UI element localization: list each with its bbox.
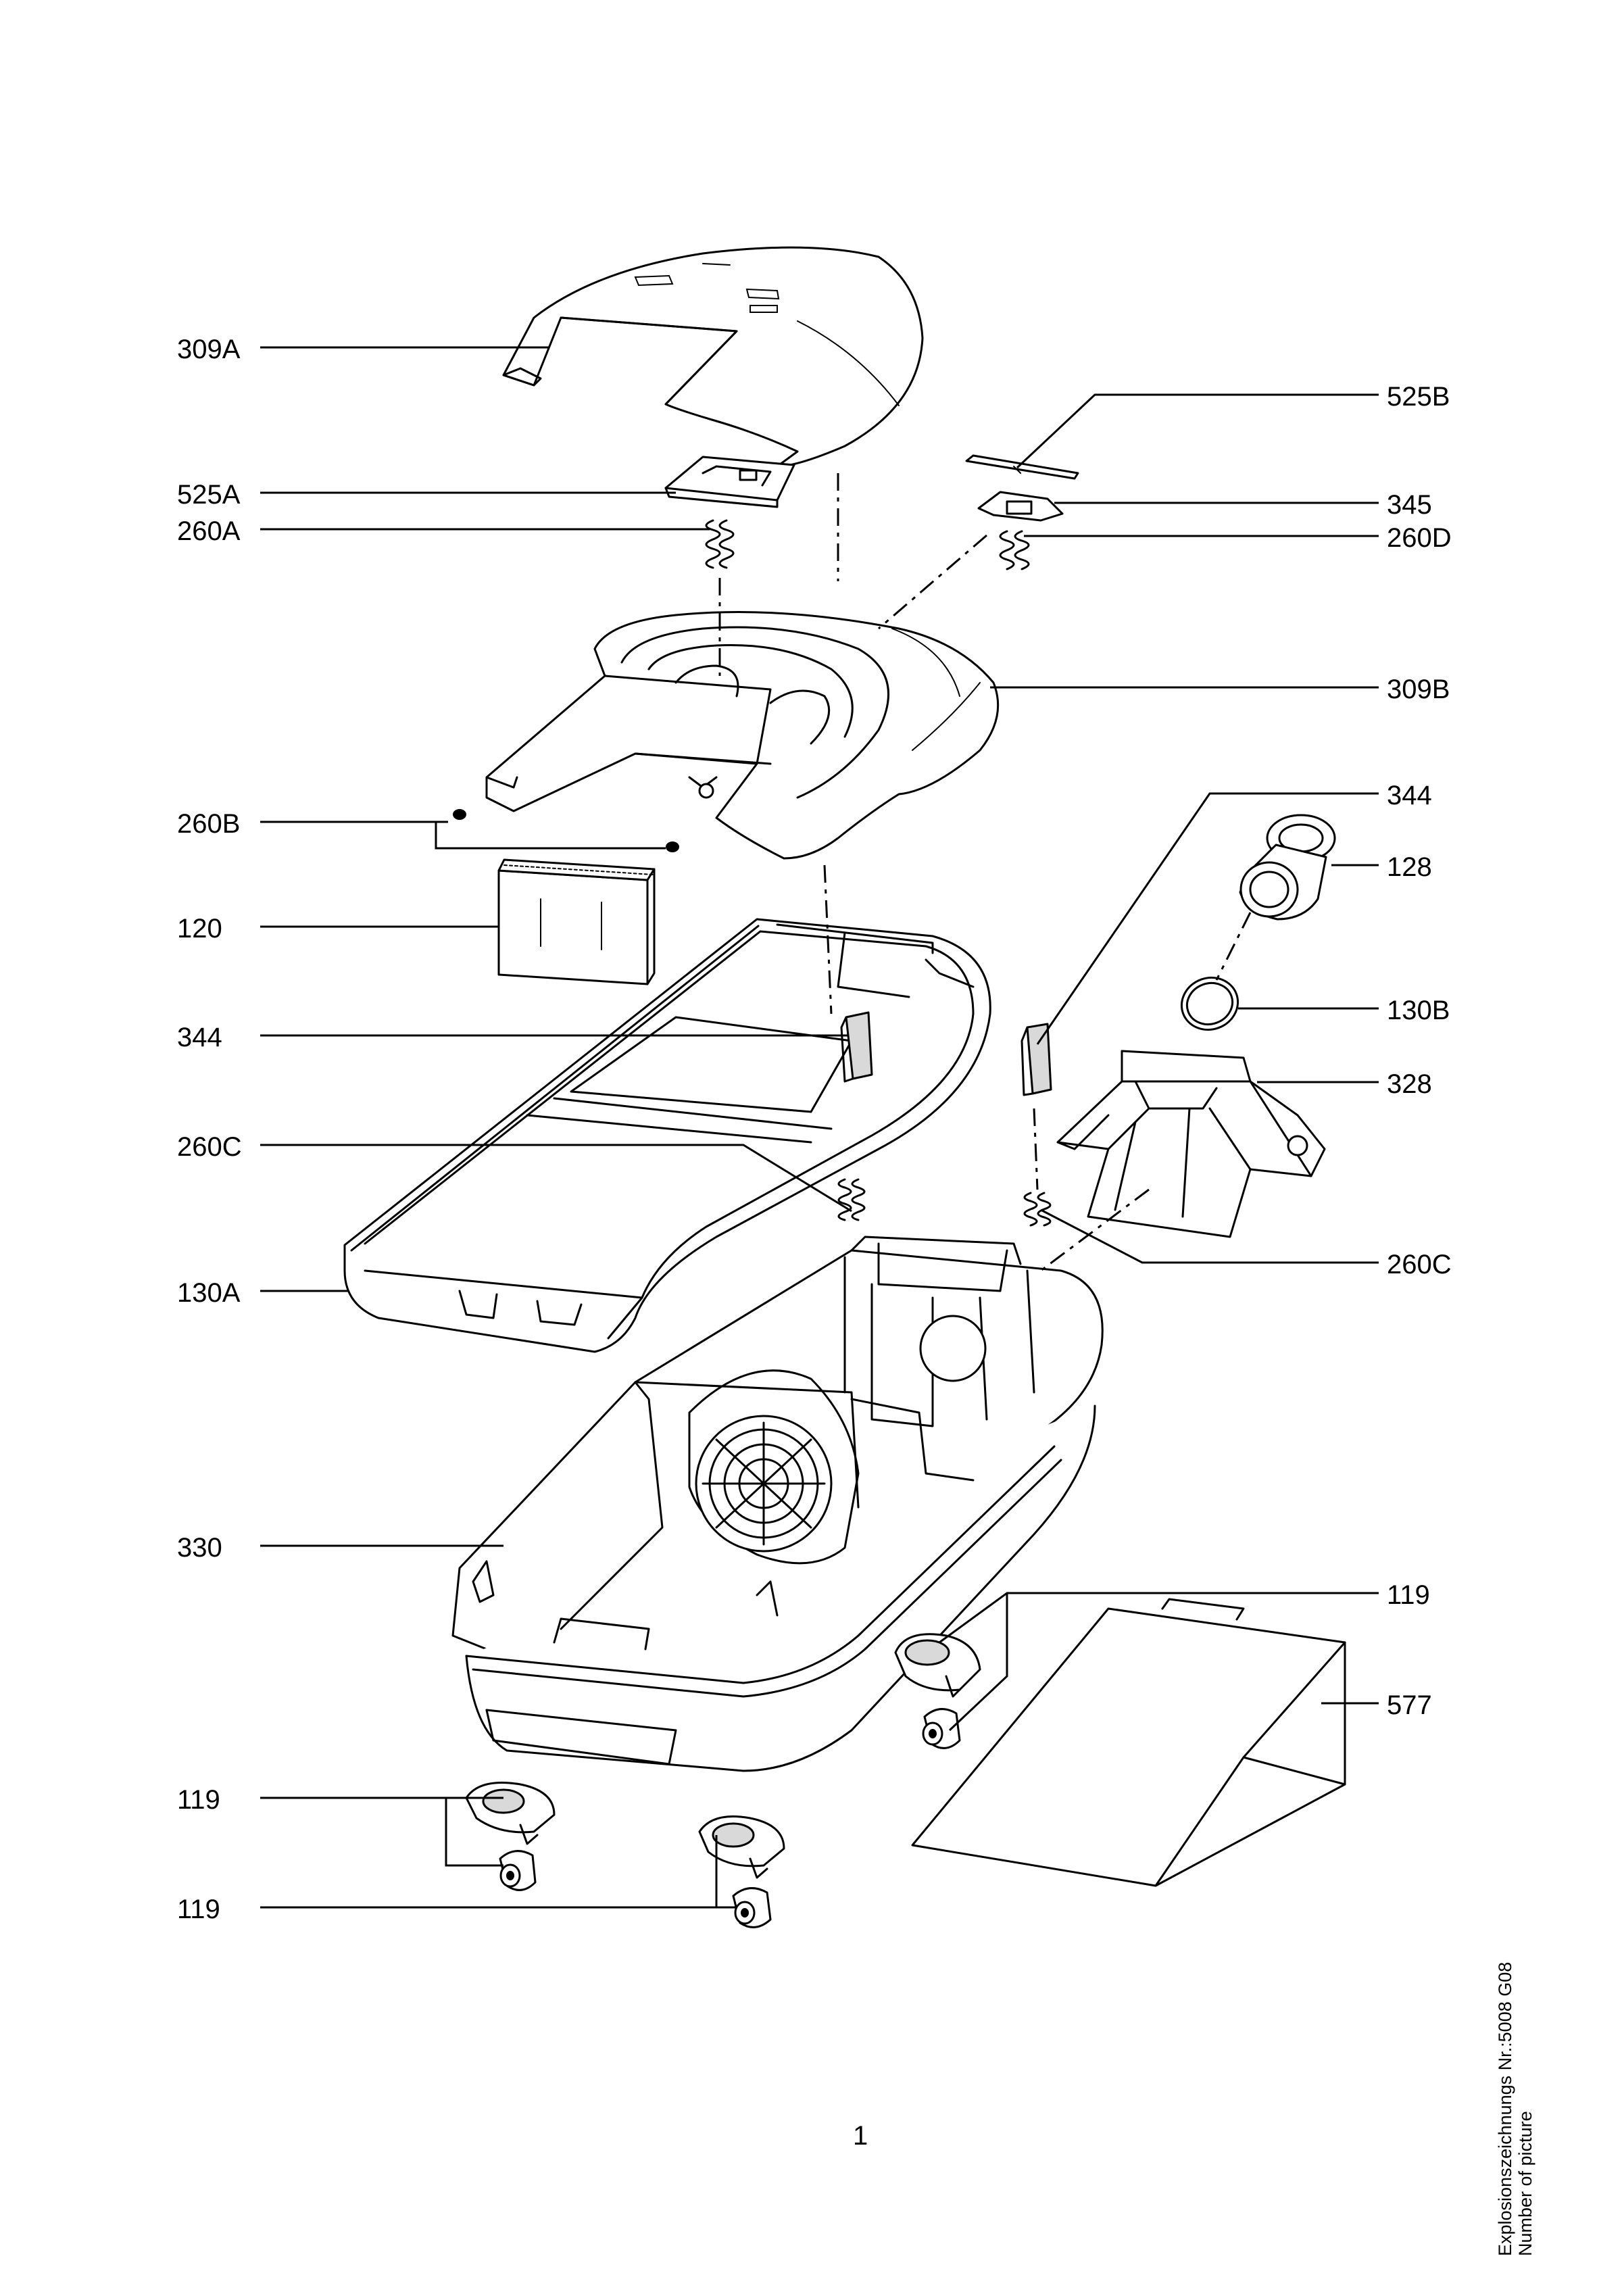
callout-130a: 130A [177, 1278, 241, 1308]
callout-345: 345 [1387, 490, 1432, 520]
callout-344-left: 344 [177, 1023, 222, 1052]
part-119-caster-left-rear [698, 1815, 785, 1928]
callout-128: 128 [1387, 852, 1432, 882]
callout-344-right: 344 [1387, 781, 1432, 810]
callout-330: 330 [177, 1533, 222, 1563]
drawing-number-caption: Explosionszeichnungs Nr.:5008 G08 Number… [1495, 1962, 1535, 2256]
callout-130b: 130B [1387, 996, 1450, 1025]
callout-328: 328 [1387, 1069, 1432, 1099]
part-128-connector [1239, 814, 1336, 921]
part-130b-seal-ring [1180, 977, 1239, 1031]
leader-lines [260, 346, 1379, 1909]
part-309a-top-lid [502, 246, 924, 468]
callout-119-right: 119 [1387, 1580, 1430, 1610]
part-130a-frame [343, 918, 991, 1353]
part-525a-plate [664, 456, 795, 508]
caption-line-picture-number: Number of picture [1515, 2111, 1536, 2256]
assembly-axis-lines [718, 473, 1252, 1272]
part-525b-slider [965, 454, 1079, 480]
callout-119-left-upper: 119 [177, 1785, 220, 1815]
callout-120: 120 [177, 914, 222, 944]
callout-577: 577 [1387, 1690, 1432, 1720]
part-260b-springs [453, 809, 679, 852]
callout-260c-right: 260C [1387, 1250, 1452, 1279]
callout-260d: 260D [1387, 523, 1452, 553]
part-120-filter [497, 858, 656, 985]
caption-line-drawing-number: Explosionszeichnungs Nr.:5008 G08 [1495, 1961, 1515, 2256]
part-330-base-housing [451, 1236, 1104, 1772]
part-260a-spring [705, 519, 735, 569]
callout-309a: 309A [177, 335, 241, 364]
part-328-inlet-housing [1056, 1050, 1326, 1238]
part-344-clip-right [1021, 1023, 1052, 1096]
page-number: 1 [853, 2121, 868, 2151]
callout-119-left-lower: 119 [177, 1895, 220, 1924]
callout-260b: 260B [177, 809, 241, 839]
part-345-bracket [977, 491, 1064, 522]
callout-525a: 525A [177, 480, 241, 510]
callout-309b: 309B [1387, 675, 1450, 704]
part-577-dust-bag [911, 1598, 1346, 1887]
part-309b-upper-housing [485, 611, 1000, 860]
part-119-caster-right [894, 1633, 981, 1749]
callout-260a: 260A [177, 516, 241, 546]
callout-260c-left: 260C [177, 1132, 242, 1162]
part-344-clip-left [840, 1011, 873, 1083]
part-119-caster-left-front [465, 1782, 556, 1891]
callout-525b: 525B [1387, 382, 1450, 412]
part-260c-springs [837, 1178, 1052, 1227]
part-260d-spring [999, 530, 1030, 570]
